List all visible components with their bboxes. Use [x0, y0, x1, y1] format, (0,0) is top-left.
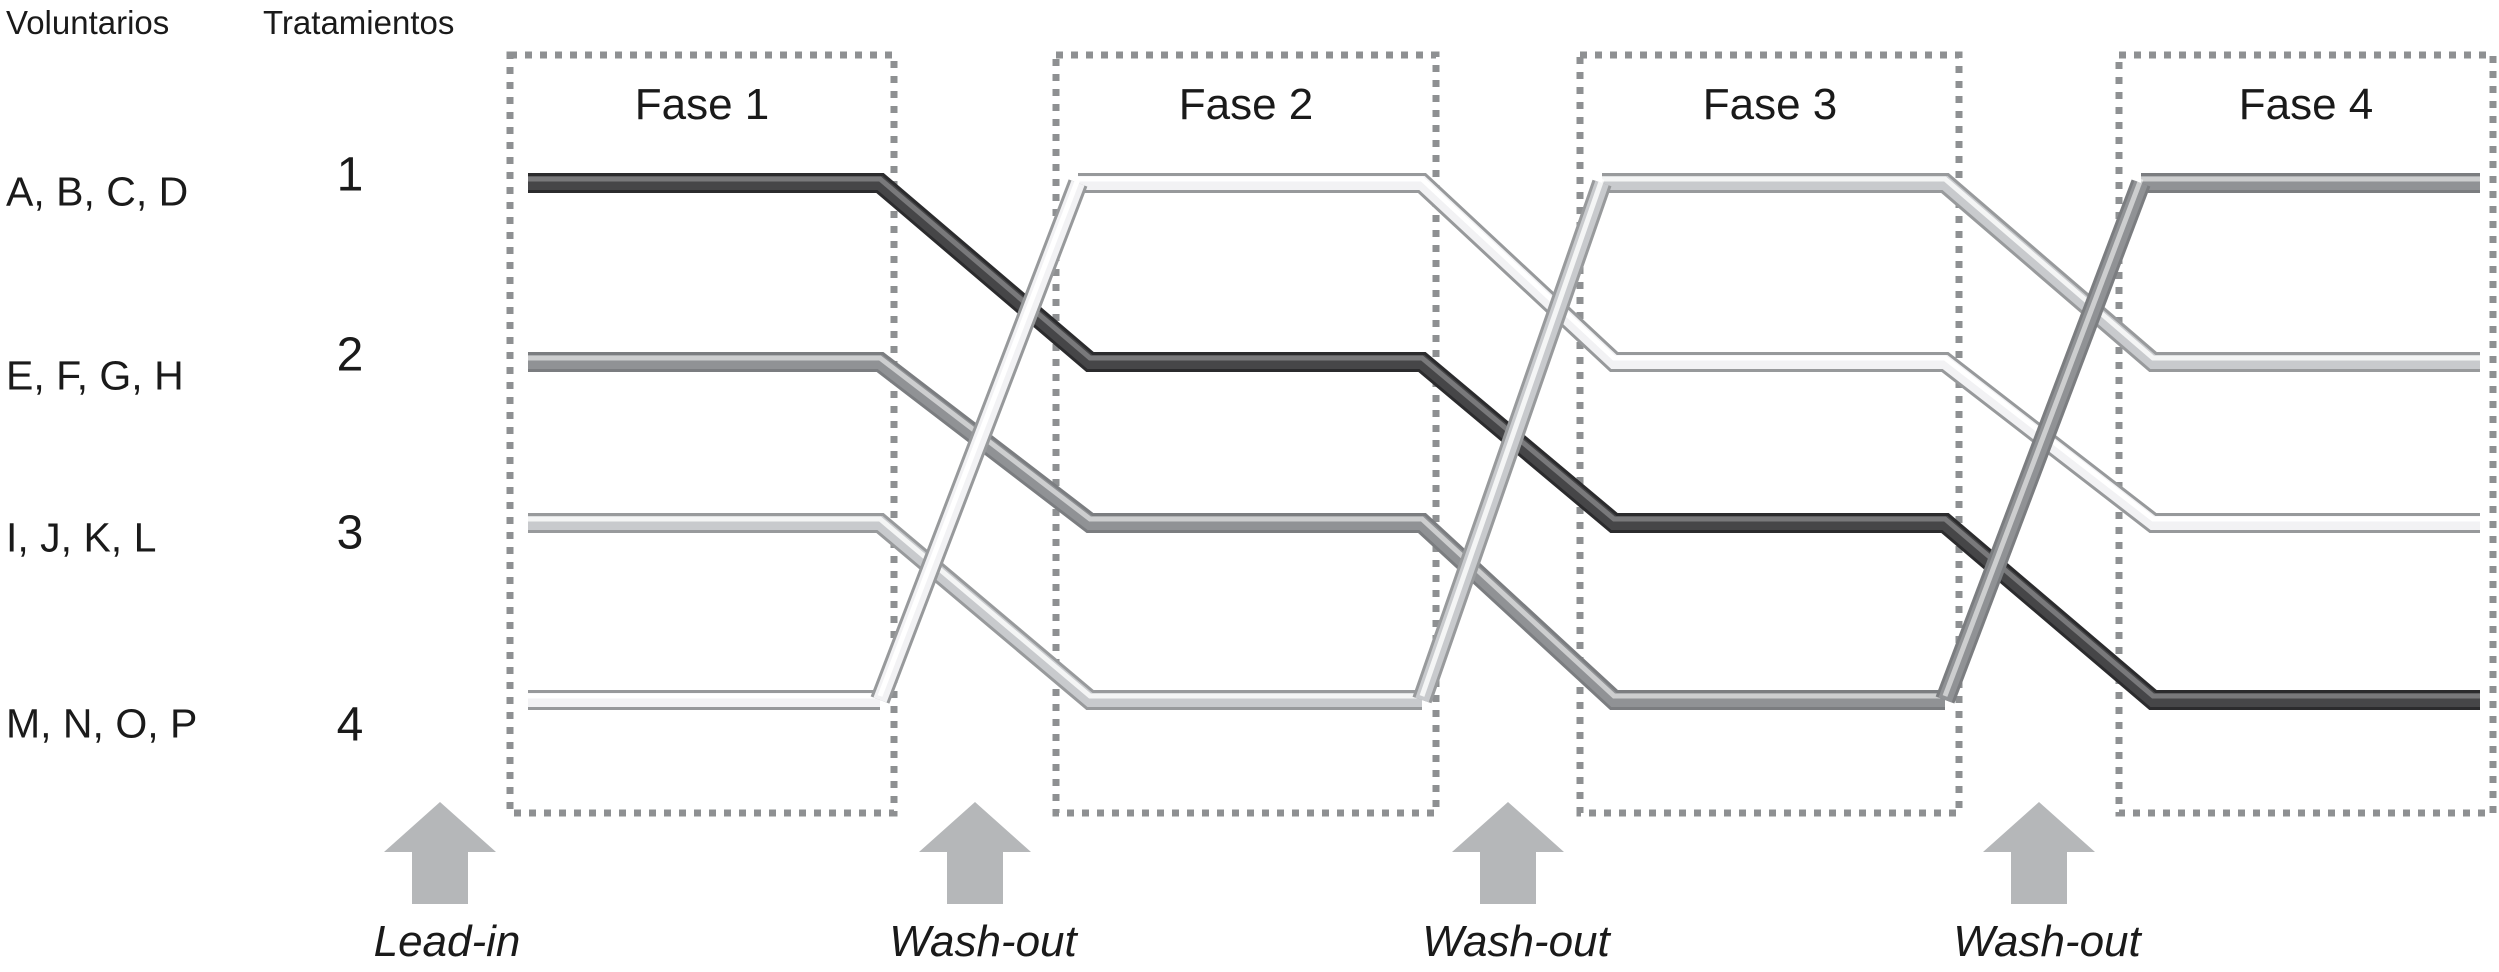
- phase-boxes: [506, 51, 2497, 817]
- period-label-wash-out-1: Wash-out: [889, 917, 1077, 966]
- line-light: [528, 516, 1422, 699]
- group-label-3: I, J, K, L: [6, 514, 157, 561]
- line-white: [1078, 176, 2480, 522]
- line-light: [528, 516, 1422, 707]
- wash-out-arrow-icon: [1452, 802, 1564, 904]
- treatments-header: Tratamientos: [263, 4, 455, 41]
- line-medium-ascent: [1942, 178, 2144, 697]
- line-medium: [528, 355, 1945, 707]
- period-arrows: [384, 802, 2095, 904]
- treatment-number-3: 3: [336, 506, 364, 560]
- phase-title-3: Fase 3: [1702, 80, 1838, 129]
- line-white: [1078, 176, 2480, 530]
- wash-out-arrow-icon: [1983, 802, 2095, 904]
- line-light-ascent: [1419, 178, 1605, 697]
- period-label-lead-in: Lead-in: [373, 917, 521, 966]
- phase-box-4: [2115, 51, 2497, 817]
- group-label-2: E, F, G, H: [6, 352, 184, 399]
- group-label-4: M, N, O, P: [6, 700, 198, 747]
- volunteers-header: Voluntarios: [6, 4, 170, 41]
- period-label-wash-out-2: Wash-out: [1422, 917, 1610, 966]
- wash-out-arrow-icon: [919, 802, 1031, 904]
- phase-box-3: [1576, 51, 1963, 817]
- phase-box-1: [506, 51, 898, 817]
- treatment-lines: [528, 173, 2480, 710]
- line-light: [1602, 176, 2480, 361]
- line-light: [1602, 176, 2480, 369]
- line-medium: [528, 355, 1945, 699]
- group-label-1: A, B, C, D: [6, 168, 189, 215]
- treatment-number-4: 4: [336, 698, 364, 752]
- line-white-ascent: [877, 178, 1081, 697]
- lead-in-arrow-icon: [384, 802, 496, 904]
- treatment-number-2: 2: [336, 328, 364, 382]
- treatment-number-1: 1: [336, 148, 364, 202]
- period-label-wash-out-3: Wash-out: [1953, 917, 2141, 966]
- phase-title-1: Fase 1: [634, 80, 770, 129]
- phase-title-2: Fase 2: [1178, 80, 1314, 129]
- phase-title-4: Fase 4: [2238, 80, 2374, 129]
- phase-box-2: [1052, 51, 1440, 817]
